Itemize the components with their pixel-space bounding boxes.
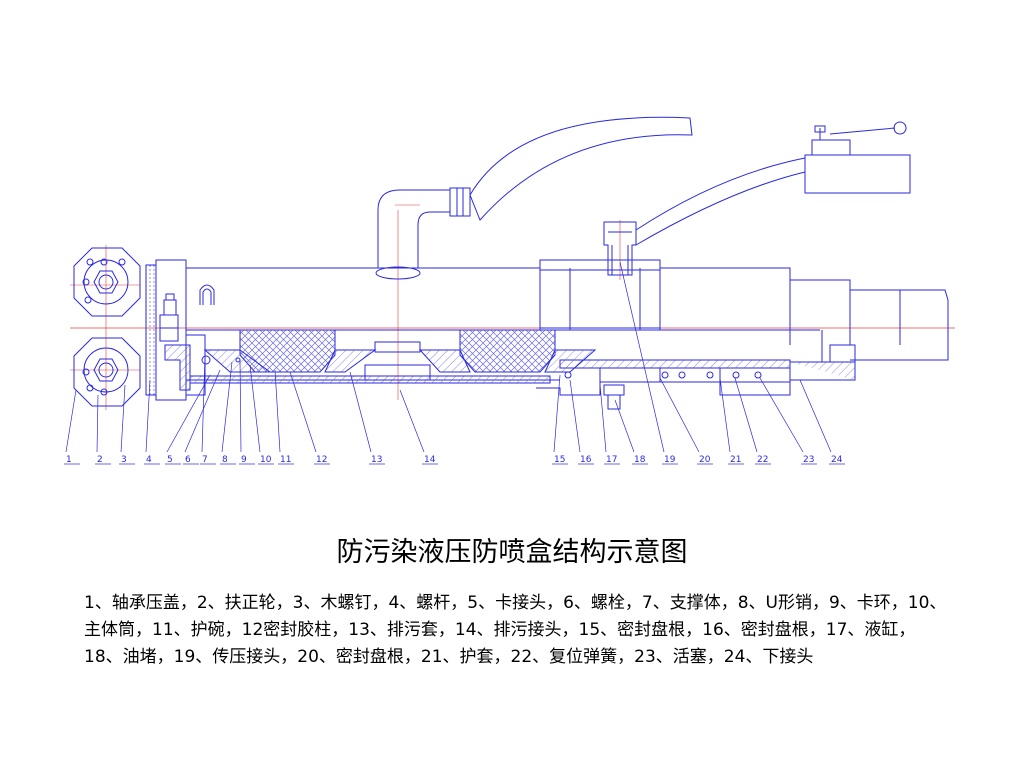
callout-number: 4 <box>146 455 152 465</box>
callout-leader <box>145 379 151 453</box>
callout-number: 3 <box>121 455 127 465</box>
drain-pipe <box>377 189 450 268</box>
callout-number: 7 <box>202 455 208 465</box>
callout-number: 15 <box>554 455 565 465</box>
callout-number: 5 <box>167 455 173 465</box>
callout-leader <box>65 389 77 453</box>
callout-number: 12 <box>316 455 327 465</box>
callout-number: 9 <box>241 455 247 465</box>
hand-pump <box>804 154 911 194</box>
callout-leader <box>201 354 206 453</box>
callout-number: 21 <box>730 455 741 465</box>
callout-leader <box>274 369 281 453</box>
callout-leader <box>553 374 561 453</box>
callout-number: 14 <box>424 455 436 465</box>
seal-column-right <box>459 329 556 373</box>
lower-guide-wheel <box>73 337 141 407</box>
upper-guide-wheel <box>73 247 141 317</box>
callout-leader <box>96 394 99 453</box>
callout-leader <box>399 389 425 453</box>
parts-legend: 1、轴承压盖，2、扶正轮，3、木螺钉，4、螺杆，5、卡接头，6、螺栓，7、支撑体… <box>84 593 947 667</box>
callout-number: 22 <box>757 455 768 465</box>
callout-number: 13 <box>371 455 382 465</box>
callout-leader <box>619 261 665 453</box>
callout-number: 10 <box>260 455 272 465</box>
bearing-cap <box>145 264 157 396</box>
callout-number: 11 <box>280 455 291 465</box>
drain-handle <box>469 116 693 221</box>
callout-number: 18 <box>634 455 646 465</box>
callout-leader <box>569 379 581 453</box>
callout-leader <box>719 377 731 453</box>
diagram-title: 防污染液压防喷盒结构示意图 <box>336 537 688 568</box>
callout-leader <box>166 374 211 453</box>
callout-leader <box>799 379 832 453</box>
u-pin <box>199 284 215 305</box>
callout-leader <box>759 377 804 453</box>
callout-number: 8 <box>222 455 228 465</box>
callout-number: 24 <box>831 455 843 465</box>
callout-number: 17 <box>606 455 617 465</box>
callout-number: 19 <box>664 455 676 465</box>
callout-leader <box>659 377 700 453</box>
callout-leader <box>120 384 126 453</box>
callout-leader <box>239 359 242 453</box>
callout-leader <box>599 383 607 453</box>
callout-number: 2 <box>97 455 103 465</box>
callout-number: 1 <box>66 455 72 465</box>
callout-leader <box>221 361 233 453</box>
callout-leader <box>289 371 317 453</box>
callout-number: 23 <box>803 455 814 465</box>
callout-number: 16 <box>580 455 592 465</box>
callout-leader <box>734 377 758 453</box>
callout-leader <box>184 369 221 453</box>
callout-number: 6 <box>185 455 191 465</box>
support-body <box>164 344 191 391</box>
callout-leader <box>614 399 635 453</box>
guard-bowl-left <box>203 349 272 373</box>
callout-leader <box>249 364 261 453</box>
callout-number: 20 <box>699 455 711 465</box>
callout-leader <box>349 371 372 453</box>
